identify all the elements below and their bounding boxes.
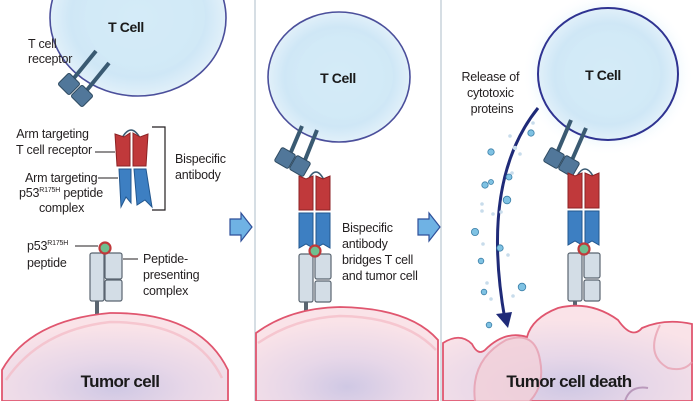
cytotoxic-protein-particle xyxy=(511,294,515,298)
release-arrow-head xyxy=(496,312,512,328)
t-cell-label: T Cell xyxy=(108,19,144,35)
cytotoxic-protein-particle xyxy=(517,282,527,292)
cytotoxic-protein-particle xyxy=(488,179,494,185)
cytotoxic-protein-particle xyxy=(487,148,495,156)
p53-peptide xyxy=(308,244,322,258)
cytotoxic-protein-particle xyxy=(485,321,493,329)
p53-peptide xyxy=(577,242,591,256)
p53-peptide-label: p53R175H peptide xyxy=(27,234,71,270)
cytotoxic-protein-particle xyxy=(481,181,489,189)
cytotoxic-protein-particle xyxy=(506,253,510,257)
cytotoxic-protein-particle xyxy=(480,202,484,206)
cytotoxic-protein-particle xyxy=(510,171,514,175)
t-cell-receptor xyxy=(58,49,111,107)
release-label: Release of cytotoxic proteins xyxy=(461,70,522,116)
cytotoxic-protein-particle xyxy=(527,129,535,137)
bridges-label: Bispecific antibody bridges T cell and t… xyxy=(342,221,418,283)
bispecific-antibody xyxy=(114,129,153,209)
tumor-cell: Tumor cell xyxy=(1,312,229,401)
tcr-label: T cell receptor xyxy=(28,37,72,66)
cytotoxic-protein-particle xyxy=(470,227,479,236)
tumor-cell xyxy=(255,306,439,401)
panel-3: T Cell Release of cytotoxic xyxy=(442,0,693,401)
peptide-presenting-complex xyxy=(89,241,123,322)
cytotoxic-proteins xyxy=(470,121,535,329)
t-cell-label: T Cell xyxy=(585,67,621,83)
t-cell-activated: T Cell xyxy=(522,0,693,156)
panel-1: T Cell T cell receptor Arm targeting T c… xyxy=(1,0,229,401)
cytotoxic-protein-particle xyxy=(499,210,503,214)
tumor-cell-label: Tumor cell xyxy=(81,372,160,391)
cytotoxic-protein-particle xyxy=(481,242,485,246)
cytotoxic-protein-particle xyxy=(502,195,512,205)
t-cell-receptor xyxy=(543,119,588,177)
arm-tcr-label: Arm targeting T cell receptor xyxy=(16,127,92,157)
step-arrow-2 xyxy=(417,211,441,243)
cytotoxic-protein-particle xyxy=(480,209,484,213)
tumor-cell-death-label: Tumor cell death xyxy=(506,372,631,391)
cytotoxic-protein-particle xyxy=(505,173,513,181)
bispecific-bracket xyxy=(152,126,166,211)
cytotoxic-protein-particle xyxy=(477,257,485,265)
cytotoxic-protein-particle xyxy=(518,152,522,156)
pmhc-label: Peptide- presenting complex xyxy=(143,252,203,298)
panel-2: T Cell Bispecific antibody bridges T cel… xyxy=(255,11,439,401)
step-arrow-1 xyxy=(229,211,253,243)
bispecific-label: Bispecific antibody xyxy=(175,152,229,182)
release-arrow xyxy=(495,107,540,321)
peptide-presenting-complex xyxy=(567,242,601,316)
t-cell: T Cell xyxy=(267,11,411,143)
bispecific-antibody xyxy=(298,171,331,249)
cytotoxic-protein-particle xyxy=(480,288,488,296)
cytotoxic-protein-particle xyxy=(485,281,489,285)
cytotoxic-protein-particle xyxy=(489,297,493,301)
t-cell-label: T Cell xyxy=(320,70,356,86)
t-cell: T Cell xyxy=(49,0,227,97)
bispecific-antibody xyxy=(567,168,600,246)
cytotoxic-protein-particle xyxy=(496,244,504,252)
cytotoxic-protein-particle xyxy=(491,212,495,216)
tumor-cell-dying: Tumor cell death xyxy=(442,304,693,401)
cytotoxic-protein-particle xyxy=(531,121,535,125)
peptide-presenting-complex xyxy=(298,244,332,323)
p53-peptide xyxy=(98,241,112,255)
arm-p53-label: Arm targeting p53R175H peptide complex xyxy=(19,171,106,215)
t-cell-receptor xyxy=(274,125,319,177)
cytotoxic-protein-particle xyxy=(512,145,518,151)
cytotoxic-protein-particle xyxy=(508,134,512,138)
